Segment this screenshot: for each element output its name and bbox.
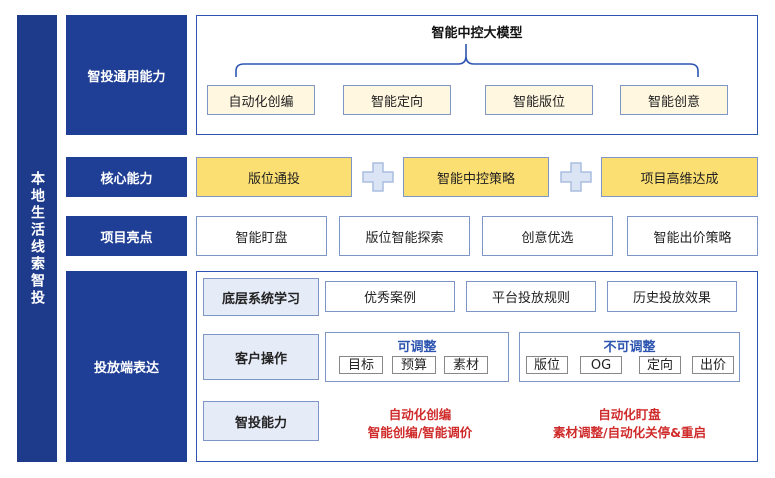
highlight-item-4: 智能出价策略 <box>627 216 758 256</box>
row-label-core: 核心能力 <box>66 157 187 197</box>
fixed-item-2: OG <box>580 356 622 374</box>
model-title: 智能中控大模型 <box>431 25 523 41</box>
ability-left-line-2: 智能创编/智能调价 <box>367 424 473 440</box>
brace-icon <box>235 44 699 77</box>
fixed-item-4: 出价 <box>692 356 734 374</box>
row-label-highlights: 项目亮点 <box>66 216 187 256</box>
ability-label: 智投能力 <box>203 401 319 441</box>
general-panel <box>196 15 758 135</box>
system-item-3: 历史投放效果 <box>607 281 737 312</box>
fixed-item-3: 定向 <box>639 356 681 374</box>
fixed-item-1: 版位 <box>526 356 568 374</box>
general-item-3: 智能版位 <box>485 85 593 115</box>
ability-right-line-1: 自动化盯盘 <box>598 406 661 422</box>
general-item-4: 智能创意 <box>620 85 728 115</box>
highlight-item-1: 智能盯盘 <box>196 216 327 256</box>
sidebar-title: 本地生活线索智投 <box>17 15 57 462</box>
system-label: 底层系统学习 <box>203 278 319 316</box>
plus-icon <box>560 162 592 192</box>
general-item-1: 自动化创编 <box>207 85 315 115</box>
core-item-3: 项目高维达成 <box>601 157 758 197</box>
highlight-item-2: 版位智能探索 <box>339 216 470 256</box>
row-label-general: 智投通用能力 <box>66 15 187 135</box>
fixed-title: 不可调整 <box>603 339 656 355</box>
adjustable-item-1: 目标 <box>339 356 383 374</box>
adjustable-title: 可调整 <box>397 339 437 355</box>
core-item-2: 智能中控策略 <box>403 157 549 197</box>
plus-icon <box>362 162 394 192</box>
adjustable-item-2: 预算 <box>392 356 436 374</box>
ability-left-line-1: 自动化创编 <box>388 406 452 422</box>
system-item-1: 优秀案例 <box>325 281 455 312</box>
core-item-1: 版位通投 <box>196 157 352 197</box>
row-label-expression: 投放端表达 <box>66 271 187 462</box>
adjustable-item-3: 素材 <box>444 356 488 374</box>
ability-right-line-2: 素材调整/自动化关停&重启 <box>553 424 706 440</box>
highlight-item-3: 创意优选 <box>482 216 613 256</box>
system-item-2: 平台投放规则 <box>466 281 596 312</box>
customer-label: 客户操作 <box>203 334 319 380</box>
general-item-2: 智能定向 <box>343 85 451 115</box>
